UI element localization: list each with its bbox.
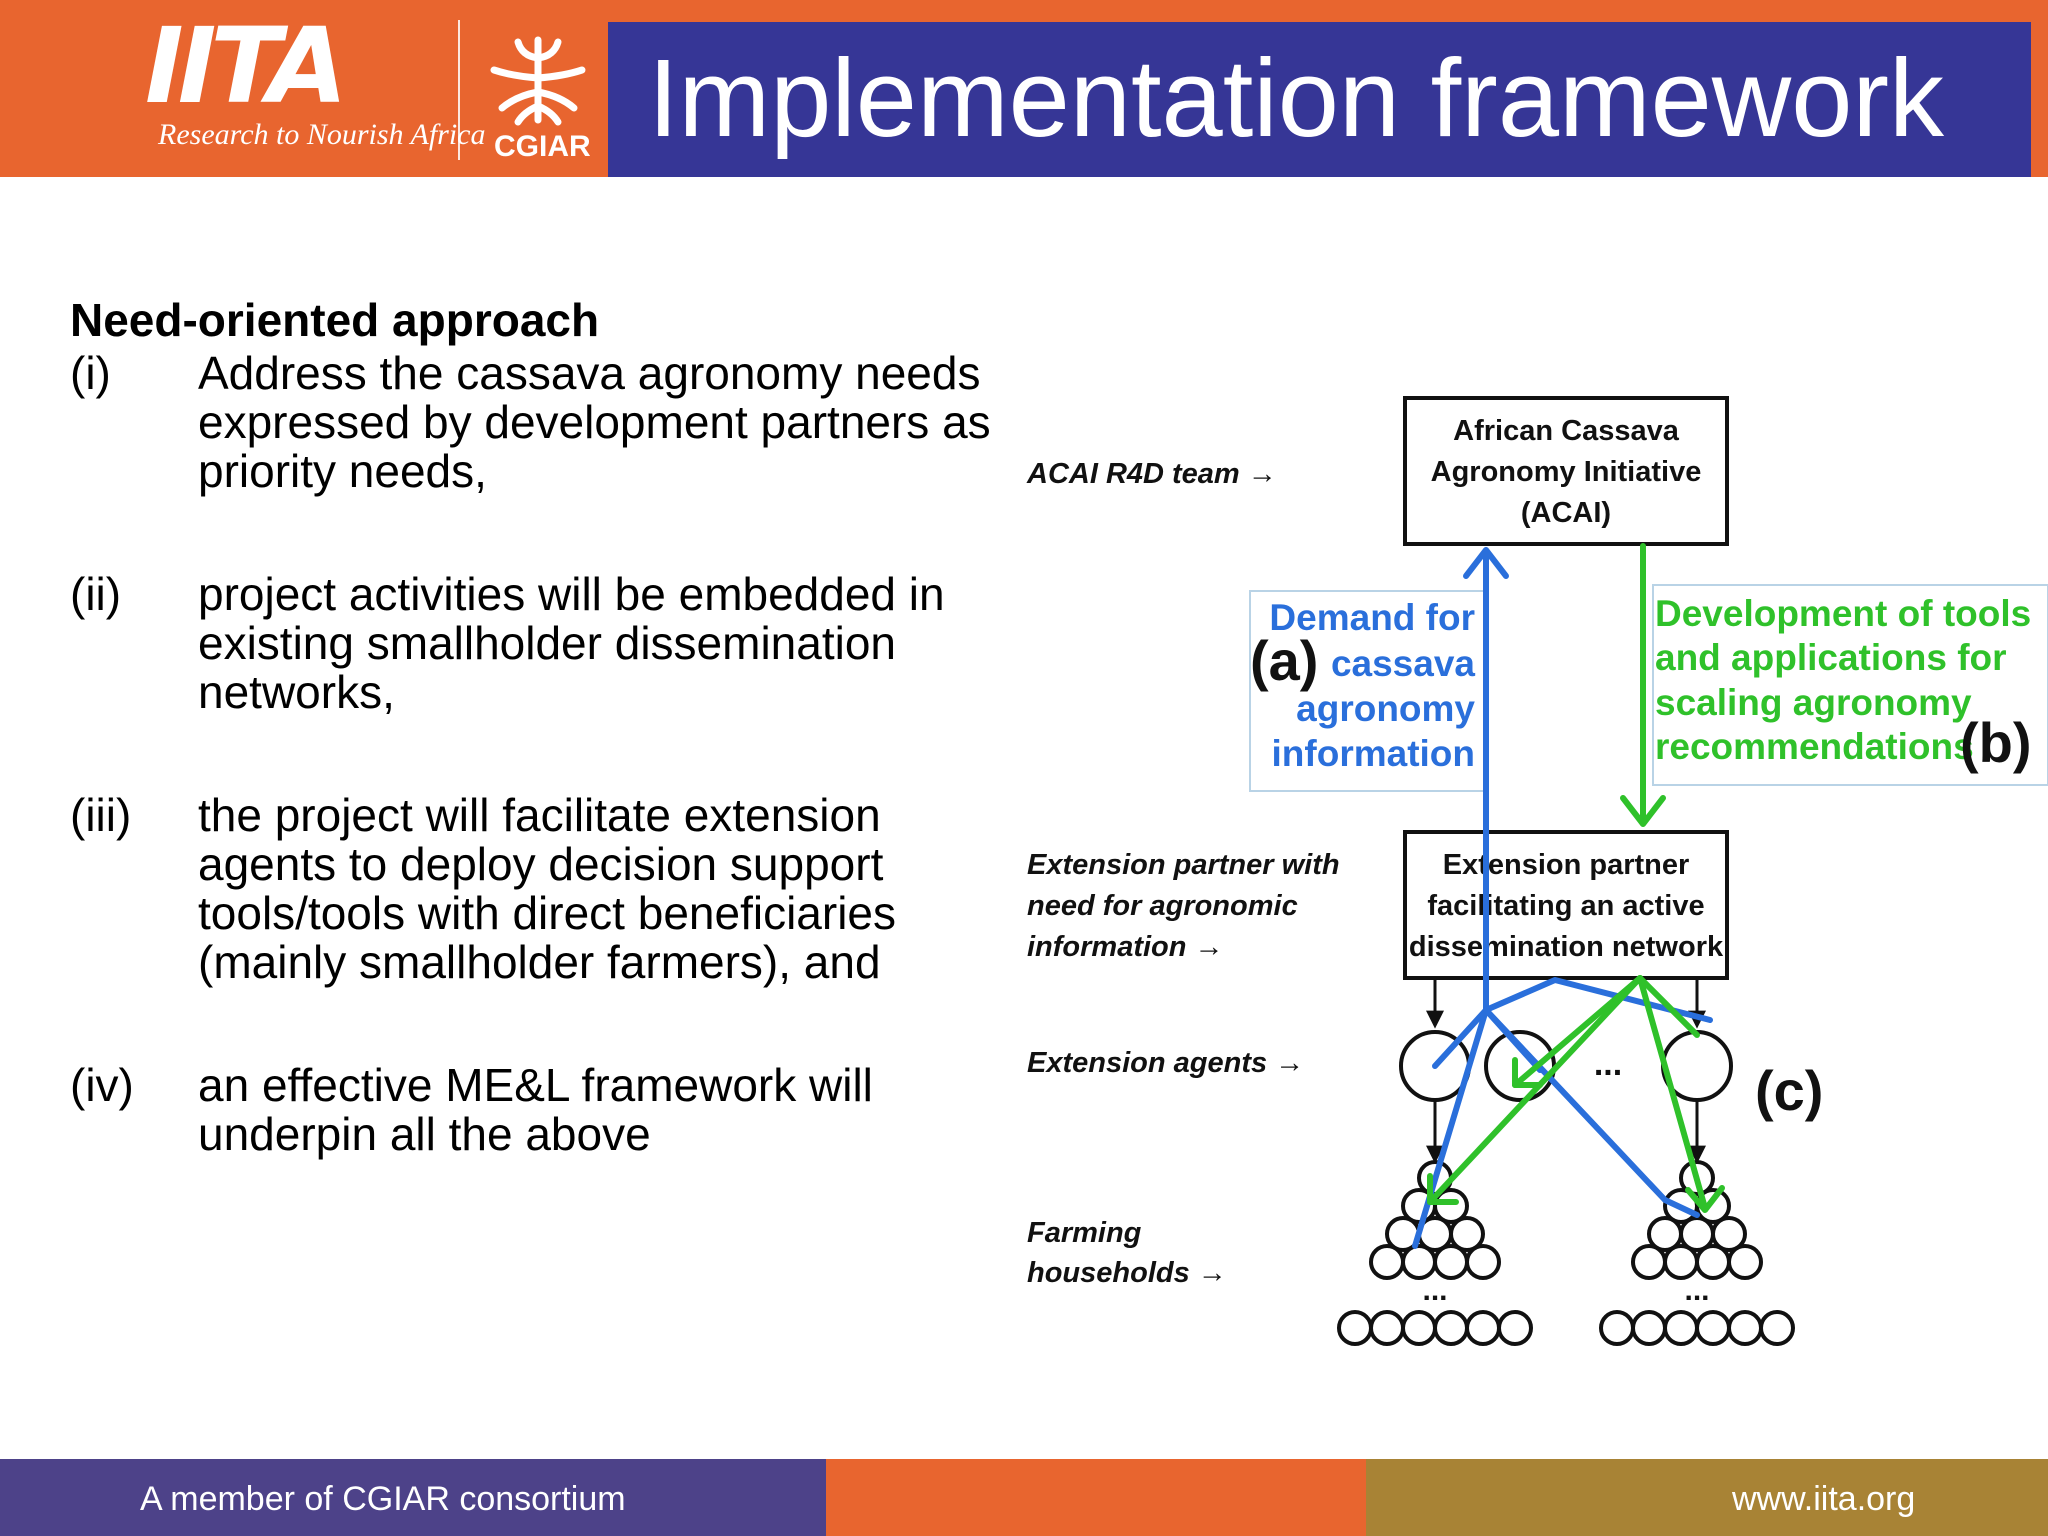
label-partner-line1: Extension partner with: [1027, 849, 1340, 881]
footer-band-orange: [826, 1459, 1366, 1536]
development-line3: scaling agronomy: [1655, 682, 1972, 723]
list-item: (iv) an effective ME&L framework will un…: [70, 1061, 970, 1159]
label-r4d-team: ACAI R4D team →: [1026, 458, 1277, 490]
label-farming-line2: households →: [1027, 1257, 1227, 1289]
footer-band-purple: [0, 1459, 826, 1536]
logo-divider: [458, 20, 460, 160]
households-right-ellipsis: ...: [1684, 1274, 1709, 1307]
letter-a: (a): [1250, 629, 1318, 692]
list-item-text: the project will facilitate extension ag…: [198, 789, 896, 988]
list-item: (iii) the project will facilitate extens…: [70, 791, 970, 987]
list-item: (ii) project activities will be embedded…: [70, 570, 970, 717]
cgiar-wheat-icon: [490, 36, 586, 126]
demand-box: [1249, 590, 1488, 792]
cgiar-wordmark: CGIAR: [494, 130, 591, 163]
approach-section: Need-oriented approach (i) Address the c…: [70, 294, 991, 1159]
list-item-number: (i): [70, 347, 111, 399]
acai-box: [1403, 396, 1729, 546]
demand-flow: [1412, 547, 1713, 1249]
acai-box-line2: Agronomy Initiative: [1431, 456, 1702, 488]
demand-line1: Demand for: [1269, 597, 1475, 638]
list-item-text: project activities will be embedded in e…: [198, 568, 945, 718]
iita-wordmark: IITA: [145, 5, 348, 127]
development-flow: [1427, 543, 1725, 1213]
label-extension-agents: Extension agents →: [1027, 1047, 1304, 1079]
list-item-text: an effective ME&L framework will underpi…: [198, 1059, 873, 1160]
letter-b: (b): [1960, 711, 2032, 774]
development-line2: and applications for: [1655, 637, 2007, 678]
label-partner-line3: information →: [1027, 931, 1224, 963]
partner-box: [1403, 830, 1729, 980]
title-banner: Implementation framework: [608, 22, 2031, 177]
acai-box-line3: (ACAI): [1521, 497, 1611, 529]
development-line4: recommendations: [1655, 726, 1974, 767]
households-left-ellipsis: ...: [1422, 1274, 1447, 1307]
list-item: (i) Address the cassava agronomy needs e…: [70, 347, 991, 496]
acai-box-line1: African Cassava: [1453, 415, 1680, 447]
development-line1: Development of tools: [1655, 593, 2031, 634]
development-box: [1652, 584, 2048, 786]
list-item-text: Address the cassava agronomy needs expre…: [198, 347, 991, 497]
partner-box-line3: dissemination network: [1409, 931, 1724, 963]
agents-ellipsis: ...: [1594, 1045, 1622, 1083]
label-farming-line1: Farming: [1027, 1217, 1142, 1249]
framework-diagram: ACAI R4D team → Extension partner with n…: [1026, 396, 2048, 1346]
demand-line3: agronomy: [1296, 688, 1475, 729]
demand-line2: cassava: [1331, 643, 1475, 684]
section-heading: Need-oriented approach: [70, 294, 600, 346]
iita-logo: IITA Research to Nourish Africa CGIAR: [0, 0, 608, 177]
partner-box-line2: facilitating an active: [1427, 890, 1704, 922]
list-item-number: (ii): [70, 568, 122, 620]
footer-band-gold: [1366, 1459, 2048, 1536]
page-title: Implementation framework: [648, 37, 1945, 160]
tagline: Research to Nourish Africa: [158, 118, 486, 151]
list-item-number: (iii): [70, 789, 132, 841]
partner-box-line1: Extension partner: [1443, 849, 1690, 881]
footer-membership: A member of CGIAR consortium: [140, 1480, 626, 1518]
label-partner-line2: need for agronomic: [1027, 890, 1298, 922]
footer-website-link[interactable]: www.iita.org: [1732, 1480, 1916, 1518]
letter-c: (c): [1755, 1059, 1823, 1122]
list-item-number: (iv): [70, 1059, 134, 1111]
demand-line4: information: [1272, 733, 1475, 774]
